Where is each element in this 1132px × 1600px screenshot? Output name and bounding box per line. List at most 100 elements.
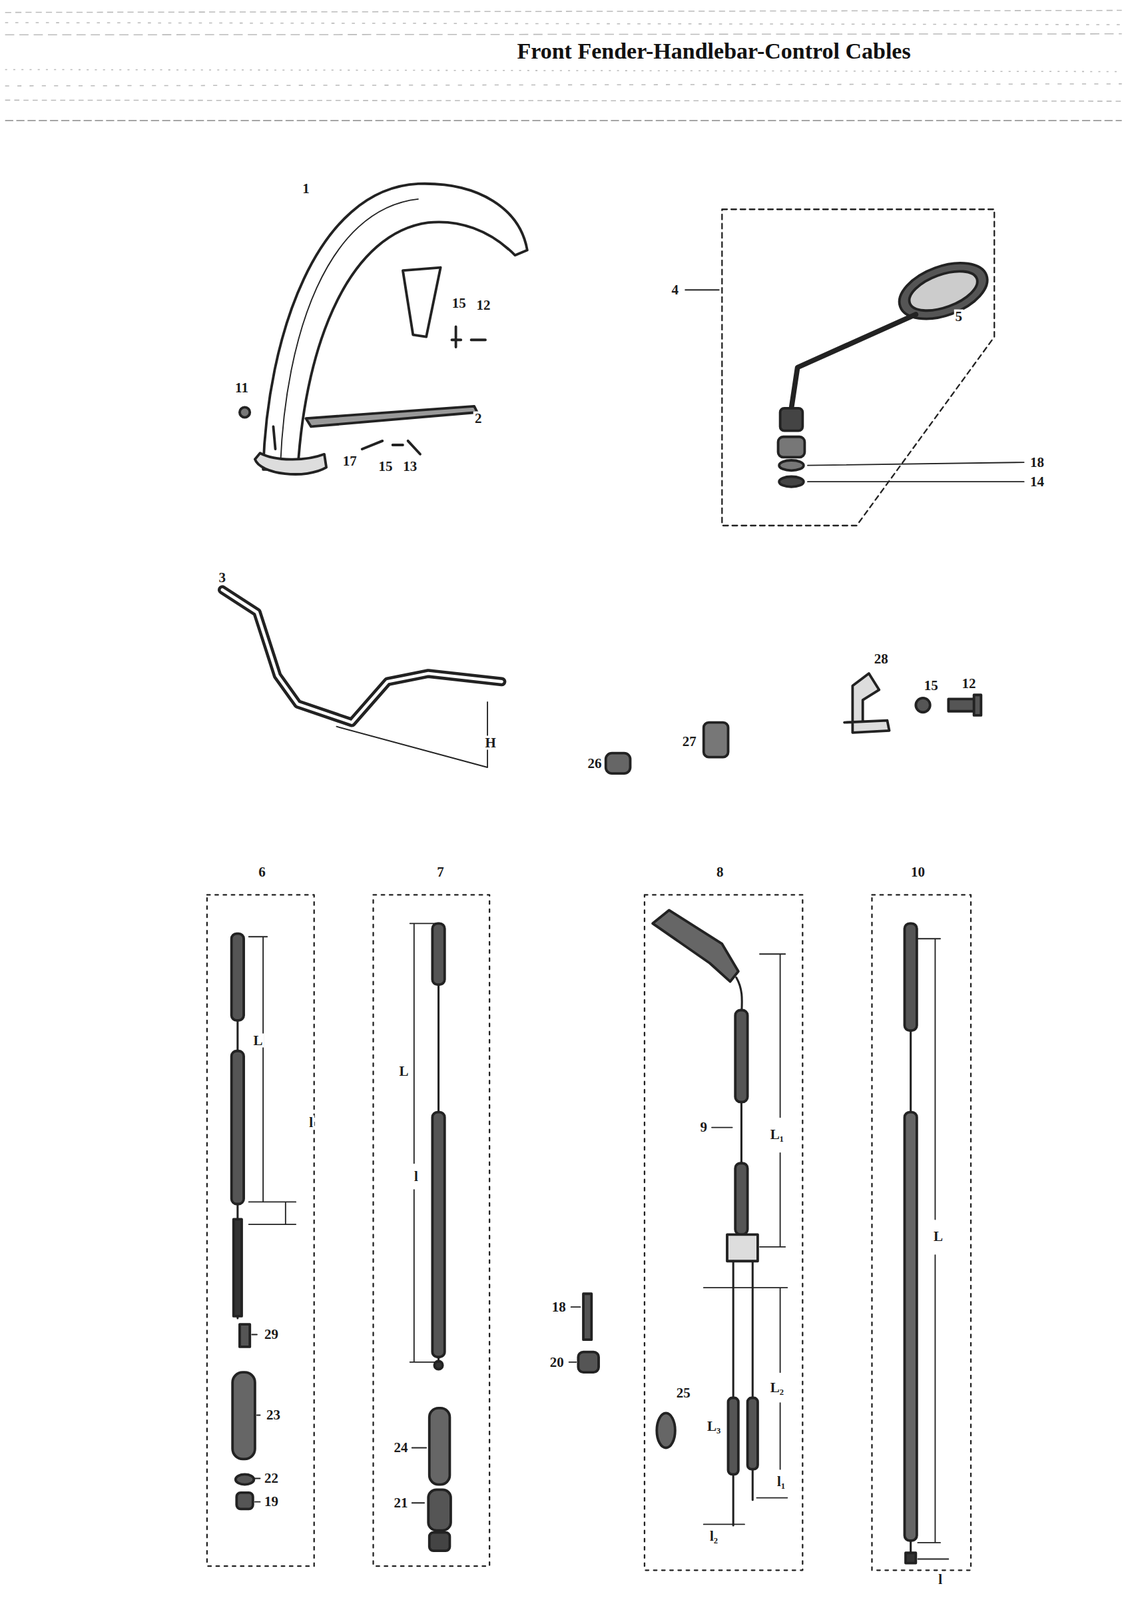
dimension-line	[249, 936, 296, 1224]
nut	[429, 1532, 451, 1551]
leader-line	[807, 480, 1025, 483]
dimension-label: L	[932, 1229, 945, 1244]
callout-number: 15	[376, 458, 394, 473]
cable-housing	[728, 1397, 739, 1474]
dimension-label: L	[397, 1064, 410, 1079]
bolt-washer	[451, 326, 486, 347]
callout-number: 1	[300, 181, 311, 196]
junction-box	[727, 1233, 758, 1261]
grip	[703, 722, 729, 758]
mirror-glass	[904, 263, 983, 319]
cable-bracket	[844, 673, 889, 733]
cable-housing	[233, 1218, 242, 1316]
fender-foot	[255, 452, 327, 475]
adjuster	[428, 1488, 451, 1530]
dimension-label: H	[483, 735, 497, 750]
grip-end	[605, 753, 631, 774]
cable-housing	[904, 1112, 917, 1541]
dimension-label: L₁	[769, 1127, 786, 1142]
nut	[779, 476, 804, 487]
mirror-stem	[791, 314, 916, 409]
mirror-nut	[780, 408, 804, 431]
cable-housing	[735, 1162, 748, 1234]
callout-number: 12	[474, 297, 492, 312]
cable-housing	[432, 1112, 445, 1358]
locknut	[577, 1351, 599, 1373]
bolt	[948, 694, 981, 716]
dimension-label: L	[251, 1033, 264, 1048]
callout-number: 18	[1028, 454, 1046, 469]
callout-number: 6	[257, 864, 268, 879]
dimension-line	[917, 938, 949, 1559]
callout-number: 22	[263, 1470, 280, 1485]
cable-housing	[231, 1050, 244, 1204]
leader-line	[685, 288, 720, 291]
dimension-line	[703, 953, 788, 1524]
leader-line	[807, 462, 1025, 466]
cable-housing	[904, 922, 917, 1031]
adjuster-screw	[583, 1293, 592, 1340]
callout-number: 18	[550, 1299, 568, 1314]
nut	[239, 406, 250, 417]
fender-stay	[305, 406, 477, 427]
boot	[656, 1412, 676, 1447]
leader-line	[569, 1361, 577, 1363]
washer	[915, 697, 930, 712]
dimension-line	[336, 701, 488, 768]
callout-number: 27	[681, 734, 698, 749]
nut	[236, 1492, 254, 1509]
fender-stud	[273, 426, 276, 449]
leader-line	[412, 1501, 425, 1503]
callout-number: 26	[585, 755, 603, 770]
callout-number: 25	[675, 1385, 692, 1400]
dimension-line	[410, 922, 439, 1362]
callout-number: 19	[263, 1494, 280, 1509]
boot	[232, 1371, 256, 1459]
callout-number: 9	[699, 1120, 710, 1134]
callout-number: 4	[670, 282, 681, 297]
callout-number: 7	[435, 864, 446, 879]
callout-number: 11	[233, 380, 250, 395]
callout-number: 24	[392, 1440, 409, 1455]
dimension-label: l	[307, 1114, 315, 1129]
boot	[429, 1407, 451, 1485]
callout-number: 3	[217, 569, 228, 584]
leader-line	[251, 1334, 260, 1502]
leader-line	[412, 1446, 427, 1449]
page-title: Front Fender-Handlebar-Control Cables	[516, 38, 911, 64]
callout-number: 15	[450, 295, 468, 310]
callout-number: 23	[265, 1407, 282, 1422]
callout-number: 13	[401, 458, 419, 473]
bolt-washer	[362, 440, 421, 455]
cable-housing	[735, 1009, 748, 1102]
washer	[779, 460, 804, 471]
cable	[732, 1260, 735, 1525]
mirror-adapter	[778, 436, 806, 458]
group-outline	[207, 894, 971, 1570]
callout-number: 17	[341, 454, 359, 469]
cable-housing	[747, 1397, 758, 1469]
dimension-label: l₂	[708, 1528, 720, 1543]
callout-number: 14	[1028, 474, 1046, 489]
handlebar	[222, 589, 503, 723]
callout-number: 10	[909, 864, 927, 879]
dimension-label: L₃	[705, 1418, 722, 1433]
callout-number: 8	[715, 864, 726, 879]
callout-number: 21	[392, 1494, 409, 1509]
dimension-label: L₂	[769, 1379, 786, 1394]
lever	[652, 909, 739, 981]
cable-housing	[432, 922, 445, 985]
adjuster	[239, 1323, 250, 1347]
dimension-label: l₁	[775, 1473, 787, 1488]
callout-number: 28	[872, 651, 890, 666]
callout-number: 12	[960, 676, 977, 691]
callout-number: 15	[922, 678, 940, 693]
handlebar-highlight	[222, 589, 503, 723]
dimension-label: l	[936, 1571, 944, 1586]
leader-line	[711, 1126, 733, 1129]
header-noise	[5, 10, 1123, 121]
dimension-label: l	[412, 1168, 420, 1183]
callout-number: 2	[473, 410, 484, 425]
front-fender	[263, 183, 528, 470]
